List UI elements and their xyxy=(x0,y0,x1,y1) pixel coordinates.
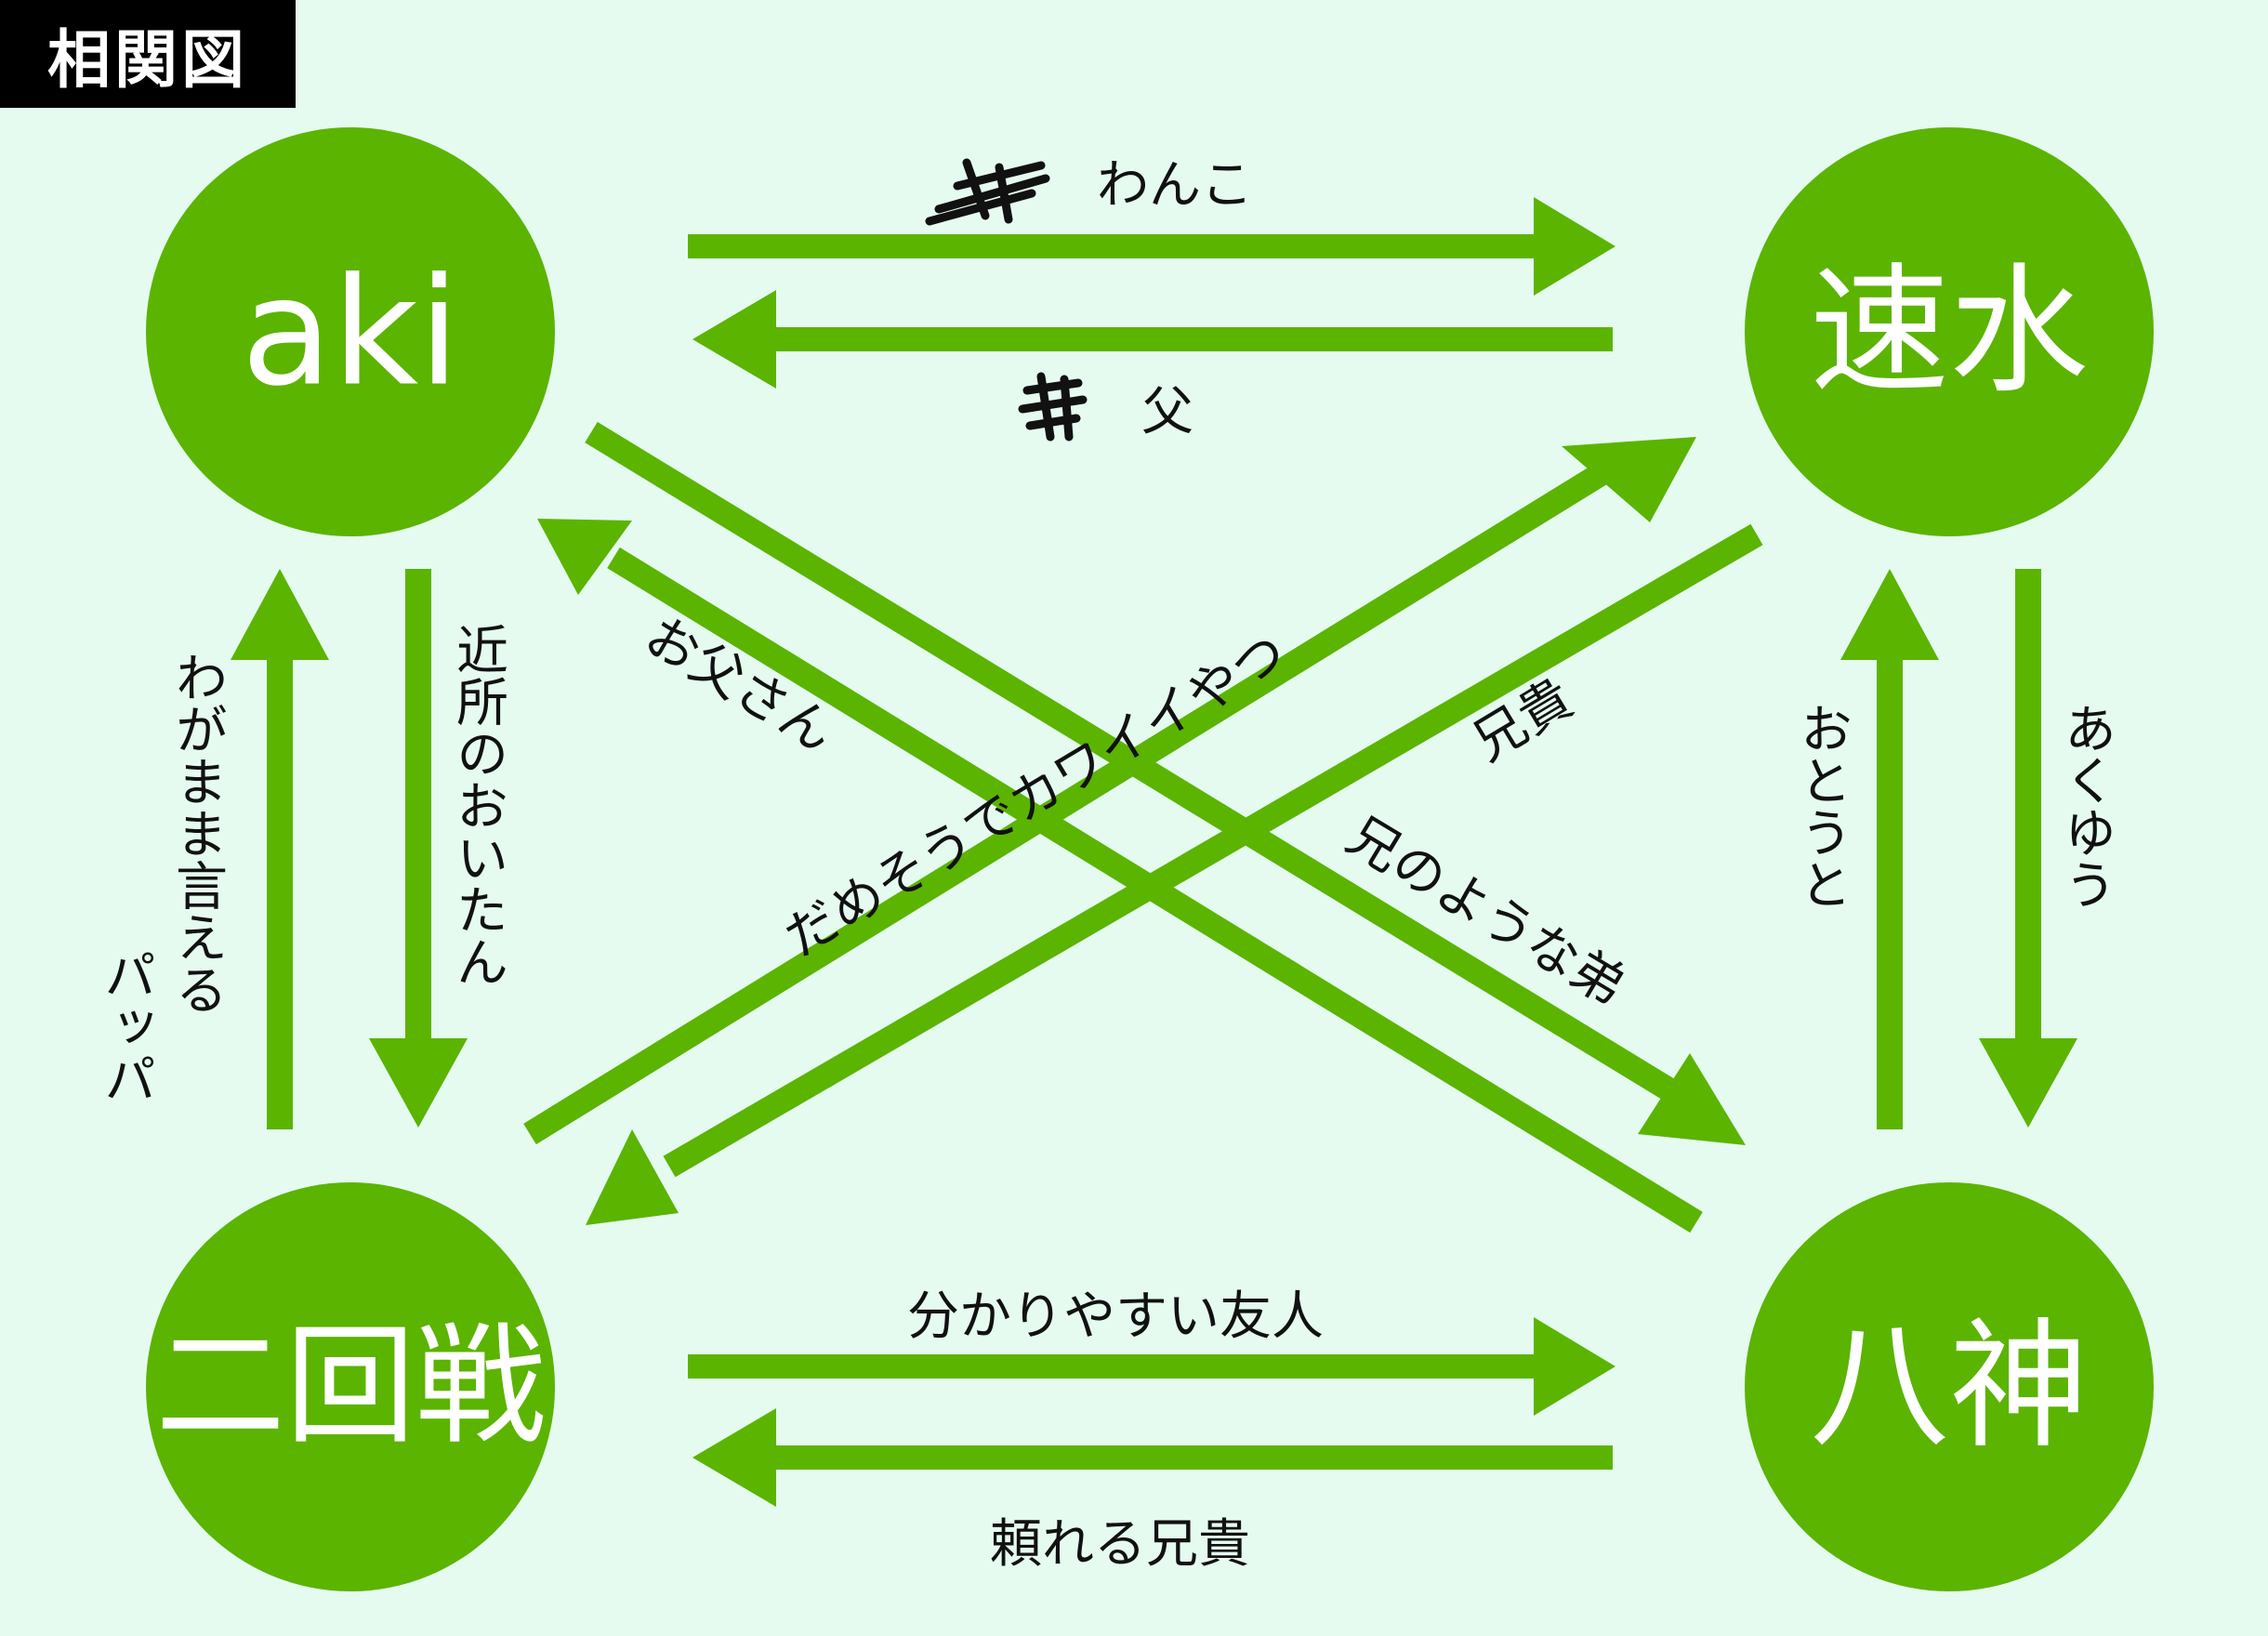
arrow-yagami-to-nikaisen xyxy=(692,1408,1613,1507)
node-nikaisen-label: 二回戦 xyxy=(155,1312,546,1463)
arrow-aki-to-hayami xyxy=(688,197,1615,296)
node-yagami: 八神 xyxy=(1745,1182,2154,1591)
label-hayami-to-aki: 父 xyxy=(1141,382,1193,442)
label-nikaisen-to-yagami: 分かりやすい友人 xyxy=(907,1286,1324,1347)
arrow-hayami-to-nikaisen-shaft xyxy=(663,523,1763,1178)
arrow-hayami-to-yagami xyxy=(1979,569,2077,1128)
label-nikaisen-to-aki-line1: わがまま言える xyxy=(167,651,228,1015)
arrow-hayami-to-nikaisen-head xyxy=(586,1129,679,1225)
label-yagami-to-hayami: おとうと xyxy=(1792,702,1853,910)
arrow-nikaisen-to-yagami xyxy=(688,1317,1615,1416)
arrow-aki-to-yagami-head xyxy=(1638,1053,1746,1145)
node-nikaisen: 二回戦 xyxy=(146,1182,555,1591)
node-yagami-label: 八神 xyxy=(1810,1306,2089,1468)
node-hayami: 速水 xyxy=(1745,127,2154,536)
label-nikaisen-to-aki-line2: パッパ xyxy=(96,948,156,1104)
label-yagami-to-nikaisen: 頼れる兄貴 xyxy=(990,1514,1250,1575)
arrow-nikaisen-to-hayami-shaft xyxy=(523,458,1615,1145)
arrow-hayami-to-aki xyxy=(692,290,1613,389)
label-aki-to-nikaisen: 近所のおいたん xyxy=(448,623,508,987)
page-title: 相関図 xyxy=(0,0,296,108)
scribble-bottom xyxy=(1018,372,1088,442)
arrow-nikaisen-to-aki xyxy=(231,569,329,1129)
arrow-yagami-to-aki-head xyxy=(537,519,632,595)
label-aki-to-hayami: わんこ xyxy=(1097,155,1253,216)
scribble-top xyxy=(925,158,1050,226)
node-aki: aki xyxy=(146,127,555,536)
arrow-yagami-to-hayami xyxy=(1840,569,1939,1129)
label-hayami-to-yagami: あくゆう xyxy=(2056,702,2116,910)
arrow-nikaisen-to-hayami-head xyxy=(1562,437,1696,522)
arrow-aki-to-nikaisen xyxy=(369,569,468,1128)
node-aki-label: aki xyxy=(241,245,459,419)
node-hayami-label: 速水 xyxy=(1810,251,2089,413)
